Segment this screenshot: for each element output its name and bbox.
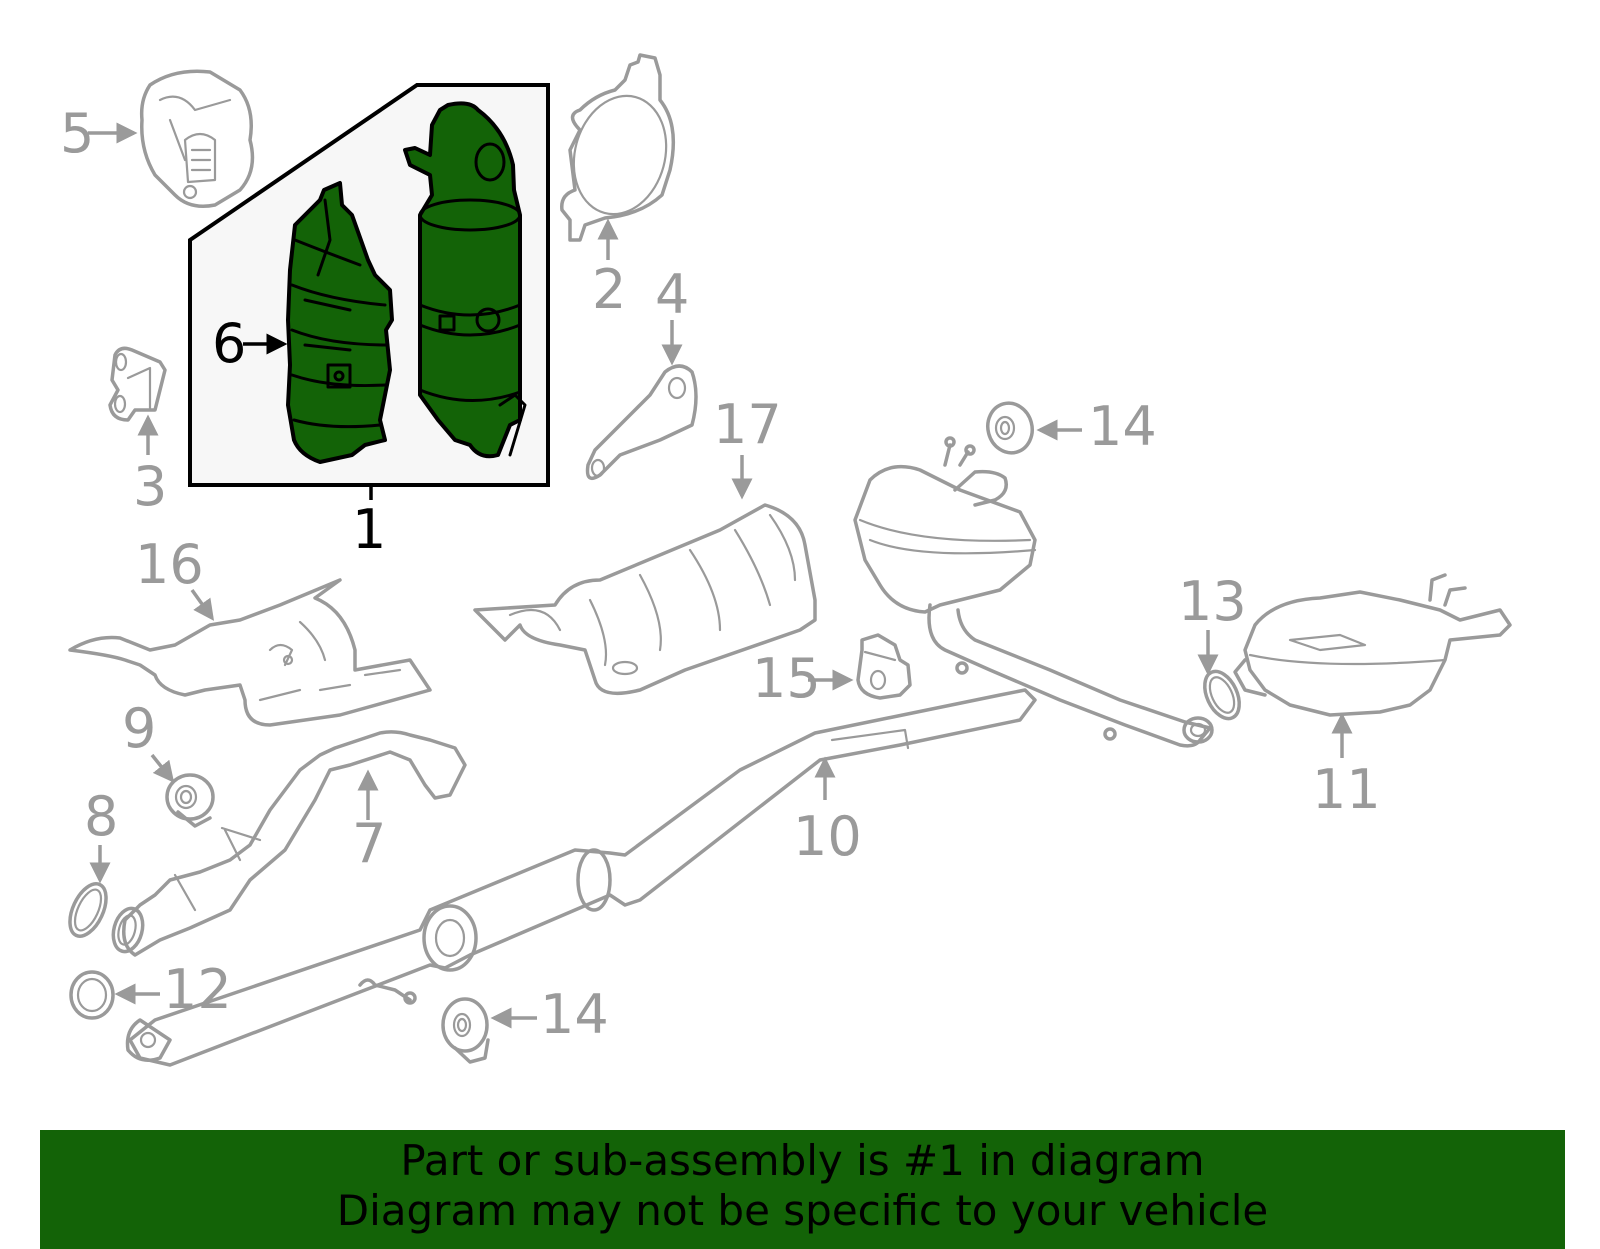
callout-4[interactable]: 4: [655, 263, 689, 326]
part-16-heat-shield[interactable]: [68, 578, 432, 727]
callout-5[interactable]: 5: [60, 102, 94, 165]
callout-10[interactable]: 10: [793, 805, 862, 868]
callout-14-lower[interactable]: 14: [540, 983, 609, 1046]
callout-9[interactable]: 9: [122, 697, 156, 760]
banner-line-1: Part or sub-assembly is #1 in diagram: [400, 1136, 1205, 1185]
callout-11[interactable]: 11: [1312, 758, 1381, 821]
part-1-catalytic-converter[interactable]: [403, 101, 527, 459]
callout-13[interactable]: 13: [1178, 570, 1247, 633]
callout-8[interactable]: 8: [84, 785, 118, 848]
part-2-gasket[interactable]: [560, 53, 679, 242]
part-12-gasket[interactable]: [69, 970, 115, 1020]
footer-banner: Part or sub-assembly is #1 in diagram Di…: [40, 1130, 1565, 1249]
callout-labels: 1 2 3 4 5 6 7 8 9 10 11 12 13 14 14 15 1…: [60, 102, 1381, 1046]
part-10-center-pipe[interactable]: [125, 688, 1037, 1067]
callout-2[interactable]: 2: [592, 258, 626, 321]
callout-6[interactable]: 6: [212, 312, 246, 375]
callout-arrows: [88, 122, 1353, 1029]
part-17-heat-shield[interactable]: [473, 503, 817, 696]
part-13-gasket[interactable]: [1198, 666, 1246, 724]
part-11-rear-muffler[interactable]: [1233, 573, 1512, 717]
part-14-hanger-lower[interactable]: [441, 997, 490, 1064]
banner-line-2: Diagram may not be specific to your vehi…: [336, 1186, 1269, 1235]
part-9-grommet[interactable]: [165, 773, 215, 828]
part-7-front-pipe[interactable]: [109, 730, 467, 957]
part-8-gasket[interactable]: [63, 878, 114, 941]
callout-16[interactable]: 16: [135, 533, 204, 596]
part-5-housing[interactable]: [139, 69, 255, 208]
part-14-hanger-upper[interactable]: [982, 398, 1037, 458]
intermediate-muffler[interactable]: [853, 436, 1214, 748]
part-3-bracket[interactable]: [108, 346, 167, 422]
callout-1[interactable]: 1: [352, 498, 386, 561]
callout-3[interactable]: 3: [133, 455, 167, 518]
part-6-heat-shield[interactable]: [286, 181, 394, 464]
assembly-box-part-1[interactable]: [188, 83, 550, 487]
callout-12[interactable]: 12: [163, 958, 232, 1021]
callout-15[interactable]: 15: [752, 647, 821, 710]
callout-14-upper[interactable]: 14: [1088, 395, 1157, 458]
part-4-bracket[interactable]: [585, 364, 698, 481]
callout-17[interactable]: 17: [713, 393, 782, 456]
part-15-hanger[interactable]: [856, 633, 912, 700]
callout-7[interactable]: 7: [352, 812, 386, 875]
